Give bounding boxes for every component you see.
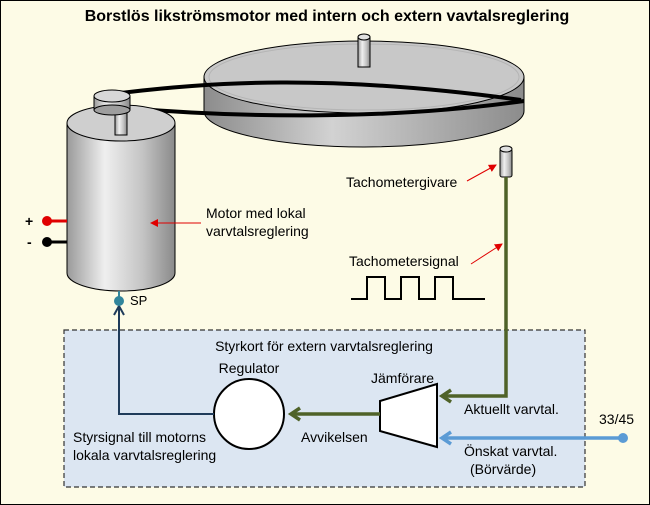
square-wave-icon bbox=[351, 276, 485, 300]
sp-dot bbox=[114, 296, 124, 306]
deviation-label: Avvikelsen bbox=[301, 429, 368, 445]
control-board-title: Styrkort för extern varvtalsreglering bbox=[215, 338, 433, 354]
motor-label-line1: Motor med lokal bbox=[206, 205, 306, 221]
control-board bbox=[63, 329, 586, 488]
comparator-label: Jämförare bbox=[371, 370, 434, 386]
setpoint-arrowhead bbox=[438, 430, 452, 446]
motor-pulley bbox=[93, 89, 131, 136]
setpoint-paren-label: (Börvärde) bbox=[470, 461, 536, 477]
desired-speed-label: Önskat varvtal. bbox=[464, 442, 557, 459]
control-signal-wire bbox=[119, 306, 214, 415]
tachometer-sensor-pointer bbox=[466, 164, 497, 182]
tachometer-sensor-label: Tachometergivare bbox=[346, 174, 457, 190]
tachometer-sensor bbox=[499, 145, 513, 178]
comparator-block bbox=[379, 382, 438, 449]
platter-spindle bbox=[357, 33, 371, 68]
setpoint-value: 33/45 bbox=[599, 411, 634, 427]
tachometer-signal-pointer bbox=[470, 243, 503, 265]
motor-body bbox=[66, 104, 176, 292]
control-signal-label-line1: Styrsignal till motorns bbox=[73, 429, 206, 445]
minus-label: - bbox=[27, 234, 32, 250]
motor-label-line2: varvtalsreglering bbox=[206, 223, 309, 239]
tacho-signal-wire bbox=[442, 177, 508, 398]
diagram-title: Borstlös likströmsmotor med intern och e… bbox=[85, 8, 570, 25]
actual-speed-label: Aktuellt varvtal. bbox=[464, 401, 559, 417]
deviation-arrowhead bbox=[287, 406, 301, 422]
regulator-label: Regulator bbox=[219, 360, 280, 376]
setpoint-input-dot bbox=[618, 433, 628, 443]
regulator-block bbox=[213, 378, 285, 450]
tacho-signal-arrowhead bbox=[438, 388, 452, 404]
plus-label: + bbox=[25, 213, 33, 229]
plus-terminal: + bbox=[25, 213, 67, 229]
drive-belt bbox=[104, 80, 525, 118]
minus-terminal: - bbox=[27, 234, 67, 250]
control-signal-label-line2: lokala varvtalsreglering bbox=[73, 447, 216, 463]
sp-label: SP bbox=[130, 293, 147, 308]
tachometer-signal-label: Tachometersignal bbox=[349, 253, 459, 269]
